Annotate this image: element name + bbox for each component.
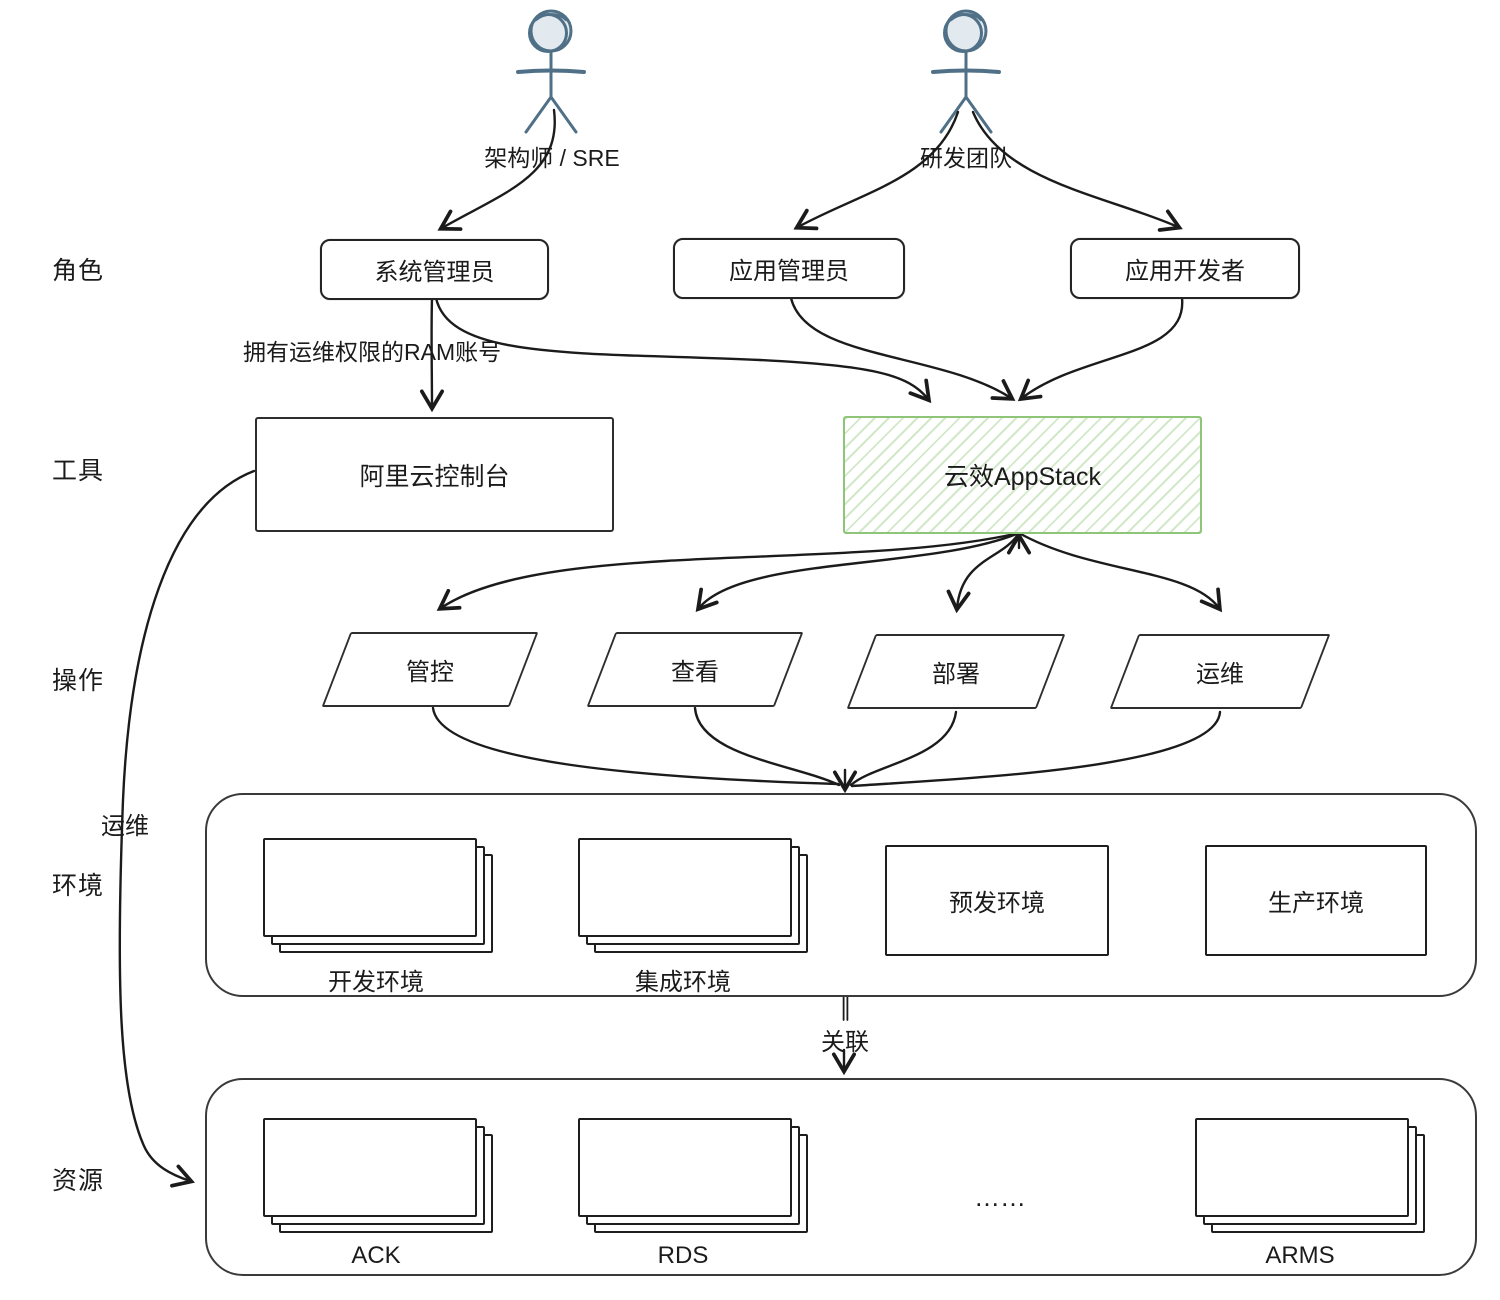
arms-resource-label: ARMS: [1265, 1242, 1335, 1269]
operation-ops-label: 运维: [1196, 661, 1244, 688]
resources-ellipsis: ……: [974, 1182, 1026, 1212]
operation-ops: 运维: [1108, 634, 1332, 709]
operation-deploy-label: 部署: [932, 661, 980, 688]
arrow-app-developer-to-appstack: [1017, 296, 1184, 402]
role-system-admin-box: 系统管理员: [320, 239, 549, 300]
arrow-architect-to-system-admin: [437, 108, 556, 231]
role-app-developer-label: 应用开发者: [1125, 258, 1245, 285]
operation-view: 查看: [585, 632, 805, 707]
arrow-ops-to-environments: [850, 710, 1222, 788]
ack-resource-label: ACK: [351, 1242, 401, 1269]
dev-team-figure: [931, 9, 1001, 134]
staging-environment-box: 预发环境: [885, 845, 1109, 956]
tool-appstack-box: 云效AppStack: [843, 416, 1202, 534]
role-app-admin-box: 应用管理员: [673, 238, 905, 299]
tool-appstack-label: 云效AppStack: [943, 463, 1101, 491]
dev-environment-stack: [263, 838, 493, 953]
rds-resource-label: RDS: [657, 1242, 709, 1269]
tool-aliyun-console-box: 阿里云控制台: [255, 417, 614, 532]
ram-account-edge-label: 拥有运维权限的RAM账号: [243, 339, 502, 365]
arrow-deploy-to-environments: [849, 710, 958, 787]
role-app-admin-label: 应用管理员: [729, 258, 849, 285]
arms-stack-sheet-front: [1195, 1118, 1409, 1217]
rds-resource-stack: [578, 1118, 808, 1233]
arrow-control-to-environments: [431, 706, 840, 786]
row-label-resources: 资源: [52, 1167, 105, 1195]
arrow-appstack-to-ops: [1017, 531, 1223, 613]
operation-control: 管控: [320, 632, 540, 707]
ack-resource-stack: [263, 1118, 493, 1233]
row-label-environments: 环境: [52, 872, 105, 900]
associate-edge-label: 关联: [821, 1029, 869, 1056]
arrow-view-to-environments: [693, 706, 841, 787]
arrow-console-to-resources-ops: [118, 469, 256, 1188]
row-label-tools: 工具: [52, 457, 105, 485]
row-label-roles: 角色: [52, 257, 105, 285]
architect-sre-figure: [516, 9, 586, 134]
production-environment-box: 生产环境: [1205, 845, 1427, 956]
ops-edge-label: 运维: [101, 813, 149, 840]
integration-environment-label: 集成环境: [635, 969, 731, 996]
rds-stack-sheet-front: [578, 1118, 792, 1217]
dev-stack-sheet-front: [263, 838, 477, 937]
role-app-developer-box: 应用开发者: [1070, 238, 1300, 299]
production-environment-label: 生产环境: [1268, 890, 1364, 917]
staging-environment-label: 预发环境: [949, 890, 1045, 917]
integration-environment-stack: [578, 838, 808, 953]
dev-team-label: 研发团队: [920, 145, 1012, 171]
operation-view-label: 查看: [671, 659, 719, 686]
operation-deploy: 部署: [845, 634, 1067, 709]
arrow-appstack-to-view: [695, 531, 1021, 613]
role-system-admin-label: 系统管理员: [374, 259, 495, 286]
arrow-devteam-to-app-developer: [971, 110, 1183, 232]
arrow-ram-account-to-appstack: [434, 296, 932, 404]
arrow-app-admin-to-appstack: [789, 296, 1016, 401]
arrow-devteam-to-app-admin: [793, 110, 960, 231]
row-label-operations: 操作: [52, 667, 105, 695]
ack-stack-sheet-front: [263, 1118, 477, 1217]
architect-sre-label: 架构师 / SRE: [484, 145, 620, 171]
arrow-appstack-to-control: [436, 531, 1021, 611]
dev-environment-label: 开发环境: [328, 969, 424, 996]
operation-control-label: 管控: [406, 659, 454, 686]
integration-stack-sheet-front: [578, 838, 792, 937]
arms-resource-stack: [1195, 1118, 1425, 1233]
tool-aliyun-console-label: 阿里云控制台: [359, 462, 510, 491]
